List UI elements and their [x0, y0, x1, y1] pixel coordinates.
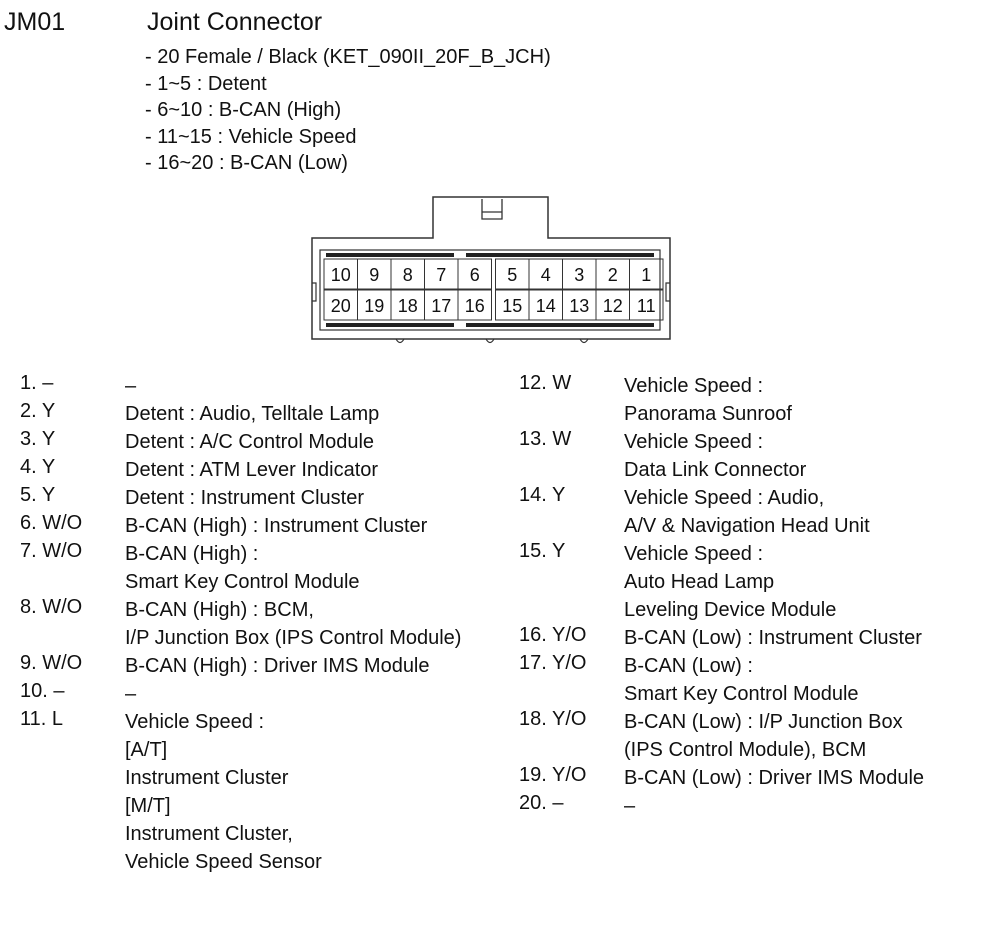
pin-number: 19. Y/O — [519, 764, 587, 786]
pin-number: 20. – — [519, 792, 564, 814]
pin-number: 14. Y — [519, 484, 566, 506]
pin-description: – — [624, 795, 636, 817]
pin-description: Detent : Audio, Telltale Lamp — [125, 403, 380, 425]
pin-description: Vehicle Speed :Data Link Connector — [624, 431, 807, 481]
pin-description: B-CAN (Low) : Driver IMS Module — [624, 767, 925, 789]
pin-cell-label: 7 — [436, 265, 446, 285]
connector-code: JM01 — [4, 8, 66, 36]
pin-cell-label: 3 — [574, 265, 584, 285]
pin-description: – — [125, 683, 137, 705]
connector-housing — [311, 196, 671, 340]
connector-title: Joint Connector — [147, 8, 323, 36]
pin-number: 10. – — [20, 680, 65, 702]
pin-number: 9. W/O — [20, 652, 83, 674]
pin-cell — [629, 289, 664, 321]
pin-description: – — [125, 375, 137, 397]
pin-description: Detent : A/C Control Module — [125, 431, 375, 453]
key-bar — [466, 323, 654, 327]
pin-cell — [457, 258, 492, 290]
pin-description: Vehicle Speed :Panorama Sunroof — [624, 375, 792, 425]
pin-number: 15. Y — [519, 540, 566, 562]
pin-cell-label: 17 — [431, 296, 451, 316]
pin-number: 2. Y — [20, 400, 56, 422]
pin-cell-label: 9 — [369, 265, 379, 285]
key-bar — [326, 253, 454, 257]
pin-number: 17. Y/O — [519, 652, 587, 674]
spec-line: - 16~20 : B-CAN (Low) — [145, 152, 348, 174]
key-bar — [326, 323, 454, 327]
pin-cell-label: 18 — [398, 296, 418, 316]
pin-description: B-CAN (Low) : I/P Junction Box(IPS Contr… — [624, 711, 903, 761]
pin-cell — [629, 258, 664, 290]
pin-cell-label: 2 — [608, 265, 618, 285]
pin-description: Vehicle Speed :[A/T]Instrument Cluster[M… — [125, 711, 322, 873]
pin-number: 6. W/O — [20, 512, 83, 534]
pin-cell — [457, 289, 492, 321]
pin-description: Detent : ATM Lever Indicator — [125, 459, 379, 481]
pin-cell-label: 4 — [541, 265, 551, 285]
connector-specs: - 20 Female / Black (KET_090II_20F_B_JCH… — [145, 44, 551, 177]
pin-number: 1. – — [20, 372, 54, 394]
pin-number: 8. W/O — [20, 596, 83, 618]
pin-description: B-CAN (High) : Instrument Cluster — [125, 515, 428, 537]
pin-cell-label: 11 — [637, 296, 656, 316]
pin-description: Detent : Instrument Cluster — [125, 487, 364, 509]
pin-cell-label: 5 — [507, 265, 517, 285]
pin-number: 11. L — [20, 708, 63, 730]
pin-number: 16. Y/O — [519, 624, 587, 646]
pin-description: B-CAN (Low) : Instrument Cluster — [624, 627, 922, 649]
spec-line: - 6~10 : B-CAN (High) — [145, 99, 342, 121]
pin-number: 3. Y — [20, 428, 56, 450]
pin-cell-label: 6 — [470, 265, 480, 285]
pin-number: 12. W — [519, 372, 572, 394]
pin-number: 18. Y/O — [519, 708, 587, 730]
pin-description: Vehicle Speed : Audio,A/V & Navigation H… — [624, 487, 870, 537]
pin-number: 4. Y — [20, 456, 56, 478]
pin-description: B-CAN (Low) :Smart Key Control Module — [624, 655, 859, 705]
pin-cell-label: 8 — [403, 265, 413, 285]
pin-cell-label: 16 — [465, 296, 485, 316]
pin-number: 13. W — [519, 428, 572, 450]
pin-cell-label: 15 — [502, 296, 522, 316]
pin-number: 5. Y — [20, 484, 56, 506]
pin-cell-label: 1 — [641, 265, 651, 285]
key-bar — [466, 253, 654, 257]
pin-cell-label: 20 — [331, 296, 351, 316]
pin-cell-label: 19 — [364, 296, 384, 316]
connector-latch — [481, 199, 503, 220]
spec-line: - 1~5 : Detent — [145, 72, 267, 95]
spec-line: - 11~15 : Vehicle Speed — [145, 125, 357, 148]
pin-number: 7. W/O — [20, 540, 83, 562]
pin-cell-label: 10 — [331, 265, 351, 285]
pin-cell-label: 13 — [569, 296, 589, 316]
pin-description: B-CAN (High) : Driver IMS Module — [125, 655, 430, 677]
pin-description: B-CAN (High) : BCM,I/P Junction Box (IPS… — [125, 599, 462, 649]
pin-cell-label: 14 — [536, 296, 556, 316]
pin-description: B-CAN (High) :Smart Key Control Module — [125, 543, 360, 593]
spec-line: - 20 Female / Black (KET_090II_20F_B_JCH… — [145, 46, 551, 68]
pin-cell-label: 12 — [603, 296, 623, 316]
